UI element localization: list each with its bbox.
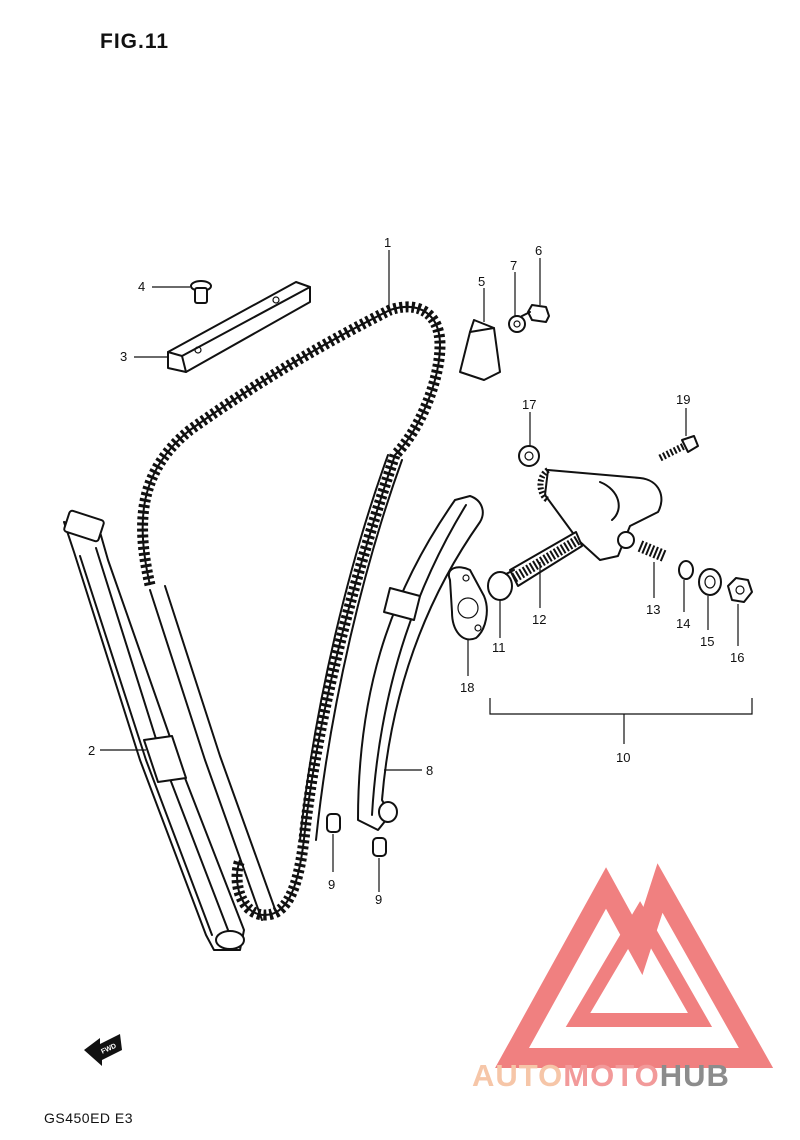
washer-15 bbox=[698, 568, 722, 596]
callout-10: 10 bbox=[616, 750, 630, 765]
callout-18: 18 bbox=[460, 680, 474, 695]
callout-9a: 9 bbox=[328, 877, 335, 892]
push-rod-12 bbox=[509, 531, 583, 587]
bolt-6 bbox=[521, 304, 550, 323]
dowel-9a bbox=[326, 813, 341, 833]
brand-hub: HUB bbox=[659, 1058, 730, 1093]
bolt-19 bbox=[658, 435, 699, 462]
callout-1: 1 bbox=[384, 235, 391, 250]
chain-guide-front bbox=[149, 454, 403, 921]
nut-16 bbox=[727, 577, 753, 603]
callout-15: 15 bbox=[700, 634, 714, 649]
fwd-arrow-icon: FWD bbox=[84, 1034, 122, 1066]
cam-chain bbox=[137, 301, 446, 921]
callout-11: 11 bbox=[492, 640, 506, 655]
screw-icon bbox=[190, 280, 212, 304]
watermark-brand: AUTOMOTOHUB bbox=[472, 1058, 730, 1094]
nut-17 bbox=[518, 445, 540, 467]
callout-13: 13 bbox=[646, 602, 660, 617]
callout-16: 16 bbox=[730, 650, 744, 665]
callout-7: 7 bbox=[510, 258, 517, 273]
callout-2: 2 bbox=[88, 743, 95, 758]
stopper-bolt-13 bbox=[637, 540, 667, 562]
brand-moto: MOTO bbox=[563, 1058, 660, 1093]
callout-19: 19 bbox=[676, 392, 690, 407]
model-code: GS450ED E3 bbox=[44, 1110, 134, 1126]
callout-12: 12 bbox=[532, 612, 546, 627]
plunger-head-11 bbox=[487, 569, 515, 601]
callout-5: 5 bbox=[478, 274, 485, 289]
chain-guide-rear bbox=[63, 509, 245, 951]
chain-tensioner-guide bbox=[357, 495, 484, 831]
figure-title: FIG.11 bbox=[100, 30, 170, 53]
callout-14: 14 bbox=[676, 616, 690, 631]
cushion-block bbox=[459, 319, 501, 381]
callout-8: 8 bbox=[426, 763, 433, 778]
gasket-18 bbox=[447, 566, 488, 641]
leader-lines bbox=[100, 250, 753, 892]
o-ring-14 bbox=[678, 560, 694, 580]
tensioner-body bbox=[537, 467, 663, 561]
chain-guide-plate bbox=[167, 281, 311, 373]
callout-17: 17 bbox=[522, 397, 536, 412]
dowel-9b bbox=[372, 837, 387, 857]
callout-4: 4 bbox=[138, 279, 145, 294]
callout-6: 6 bbox=[535, 243, 542, 258]
callout-numbers: 1 4 3 5 7 6 17 19 2 8 9 9 11 12 13 14 15… bbox=[88, 235, 744, 907]
callout-3: 3 bbox=[120, 349, 127, 364]
brand-auto: AUTO bbox=[472, 1058, 564, 1093]
washer-7 bbox=[508, 315, 526, 333]
callout-9b: 9 bbox=[375, 892, 382, 907]
watermark-logo bbox=[495, 863, 774, 1068]
